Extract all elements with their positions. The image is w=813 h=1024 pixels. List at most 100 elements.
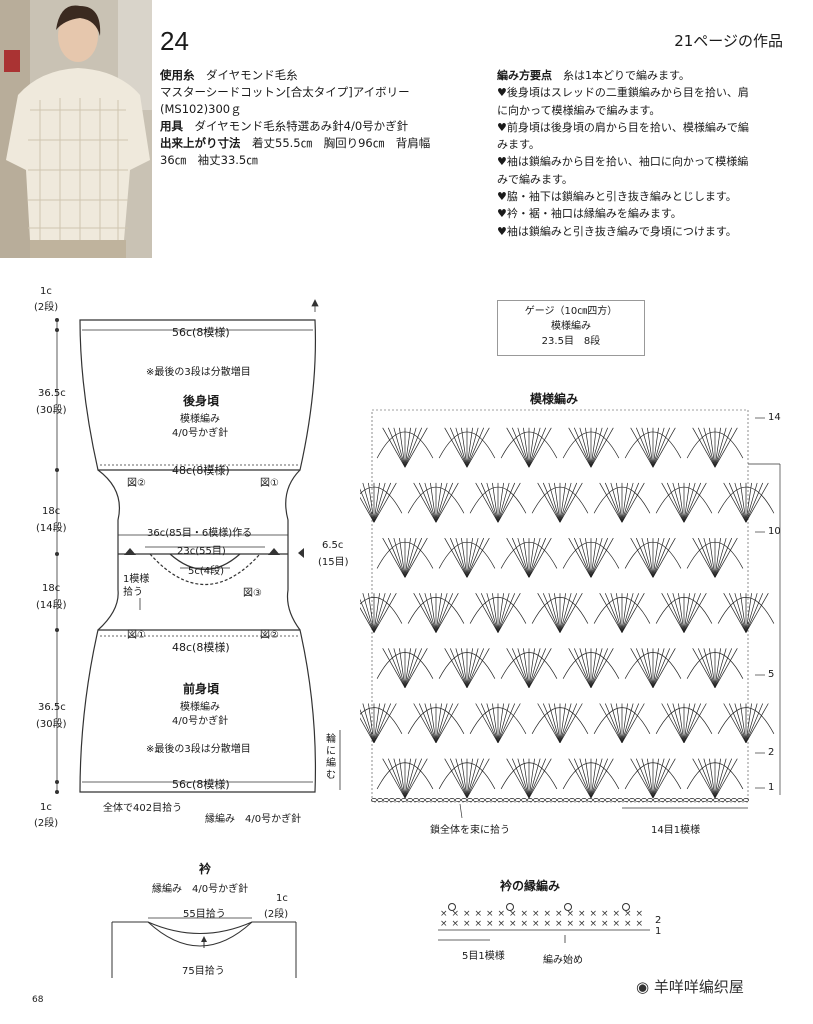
neck-depth: 6.5c	[322, 540, 344, 551]
fan-stitch	[528, 758, 552, 799]
fan-stitch	[652, 427, 671, 468]
front-top-width: 48c(8模様)	[172, 641, 230, 654]
fan-stitch	[709, 758, 716, 799]
fan-stitch	[430, 703, 437, 743]
foundation-chain	[599, 798, 605, 802]
fan-stitch	[475, 482, 499, 523]
back-height: 36.5c	[38, 388, 66, 399]
fan-stitch	[461, 538, 468, 578]
foundation-chain	[719, 798, 725, 802]
fan-stitch	[404, 758, 423, 799]
fan-stitch	[466, 537, 490, 578]
fan-stitch	[449, 758, 468, 799]
row-10-label: 10	[768, 526, 781, 537]
fan-stitch	[714, 427, 733, 468]
gauge-value: 23.5目 8段	[541, 336, 601, 347]
fan-stitch	[590, 427, 597, 468]
foundation-chain	[569, 798, 575, 802]
foundation-chain	[461, 798, 467, 802]
edge-stitch-mark: ×	[475, 909, 483, 919]
fan-stitch	[466, 427, 473, 468]
foundation-chain	[611, 798, 617, 802]
fan-stitch	[360, 496, 375, 523]
fan-stitch	[621, 482, 634, 523]
fan-stitch	[559, 593, 583, 633]
foundation-chain	[557, 798, 563, 802]
fan-stitch	[647, 427, 654, 468]
fan-stitch	[435, 703, 442, 743]
fan-stitch	[528, 537, 552, 578]
fan-stitch	[599, 482, 623, 523]
fan-stitch	[542, 482, 561, 523]
fan-stitch	[387, 648, 406, 688]
fan-stitch	[714, 427, 727, 468]
fan-stitch	[368, 593, 375, 633]
chain-arc	[360, 707, 403, 734]
fan-stitch	[404, 537, 417, 578]
fan-stitch	[435, 703, 448, 743]
collar-pattern: 縁編み 4/0号かぎ針	[152, 884, 249, 895]
arm-height: 18c	[42, 506, 61, 517]
photo-illustration	[0, 0, 152, 258]
fan-stitch	[559, 482, 572, 523]
fan-stitch	[435, 593, 448, 633]
foundation-chain	[605, 798, 611, 802]
fan-stitch	[542, 593, 561, 633]
back-title: 後身頃	[183, 394, 220, 408]
fan-stitch	[466, 758, 479, 799]
fan-stitch	[373, 482, 397, 523]
chain-arc	[624, 652, 682, 679]
chain-arc	[438, 762, 496, 790]
edge-stitch-mark: ×	[636, 919, 644, 929]
edge-stitch-mark: ×	[613, 909, 621, 919]
fan-stitch	[449, 537, 468, 578]
picot-mark	[564, 903, 572, 911]
fan-stitch	[703, 758, 716, 799]
fan-stitch	[360, 488, 375, 523]
arm-height-2: 18c	[42, 583, 61, 594]
fan-stitch	[480, 593, 499, 633]
foundation-chain	[449, 798, 455, 802]
fan-stitch	[382, 537, 406, 578]
fan-stitch	[666, 593, 685, 633]
fan-stitch	[444, 537, 468, 578]
front-title: 前身頃	[183, 682, 220, 696]
fan-stitch	[740, 703, 747, 743]
fan-stitch	[573, 758, 592, 799]
fan-stitch	[666, 482, 685, 523]
fan-stitch	[745, 593, 758, 633]
row-2-label: 2	[768, 747, 775, 758]
hem-pattern: 縁編み 4/0号かぎ針	[205, 814, 302, 825]
fan-stitch	[475, 593, 499, 633]
fan-stitch	[621, 482, 628, 523]
fan-stitch	[590, 648, 609, 688]
fan-stitch	[604, 703, 623, 743]
fan-stitch	[734, 593, 747, 633]
foundation-chain	[593, 798, 599, 802]
fan-stitch	[652, 758, 659, 799]
fan-stitch	[461, 648, 468, 688]
fan-stitch	[413, 593, 437, 633]
chain-arc	[562, 431, 620, 459]
fan-stitch	[641, 758, 654, 799]
fan-stitch	[599, 703, 623, 744]
foundation-chain	[401, 798, 407, 802]
foundation-chain	[731, 798, 737, 802]
fan-stitch	[652, 758, 665, 799]
fan-stitch	[449, 648, 468, 688]
foundation-chain	[701, 798, 707, 802]
fan-stitch	[568, 648, 592, 688]
yarn-label: 使用糸	[160, 68, 195, 82]
fan-stitch	[661, 593, 685, 633]
fan-stitch	[497, 703, 516, 743]
fan-stitch	[635, 648, 654, 688]
fan-stitch	[630, 537, 654, 578]
edge-stitch-mark: ×	[636, 909, 644, 919]
fan-stitch	[404, 648, 423, 688]
fan-stitch	[548, 703, 561, 743]
watermark: ◉ 羊咩咩编织屋	[636, 976, 744, 997]
fan-stitch	[475, 703, 499, 744]
chain-arc	[562, 541, 620, 569]
chain-arc	[360, 597, 403, 624]
chain-arc	[500, 541, 558, 569]
